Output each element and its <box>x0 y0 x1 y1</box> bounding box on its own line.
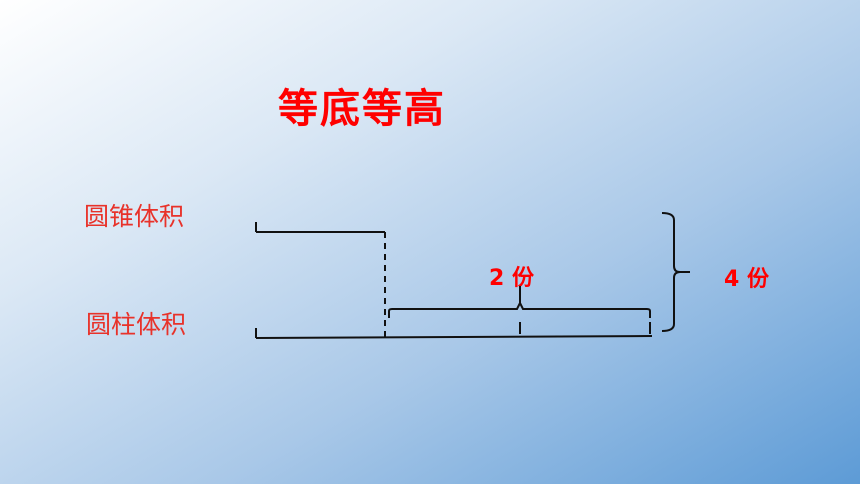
two-parts-label: 2 份 <box>489 266 534 291</box>
two-parts-bracket <box>388 286 651 334</box>
cone-volume-segment <box>255 222 385 233</box>
four-parts-label: 4 份 <box>724 267 769 292</box>
cone-volume-label: 圆锥体积 <box>84 202 185 231</box>
cylinder-volume-label: 圆柱体积 <box>86 310 187 339</box>
page-title: 等底等高 <box>278 86 446 132</box>
total-parts-brace <box>661 212 690 332</box>
cylinder-volume-segment <box>255 328 653 339</box>
